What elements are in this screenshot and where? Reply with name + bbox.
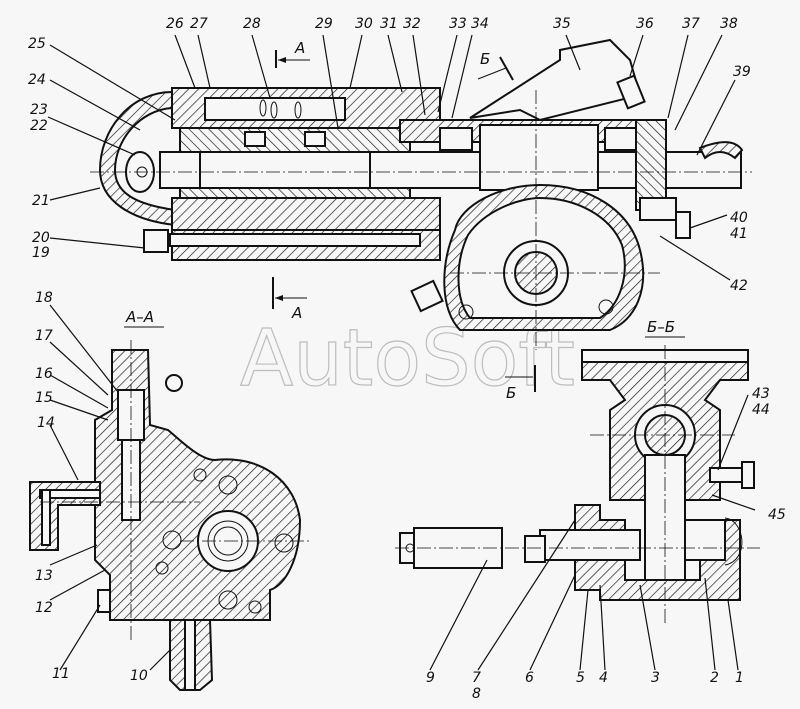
label-45: 45	[768, 507, 786, 523]
label-33: 33	[449, 16, 467, 32]
label-19: 19	[32, 245, 50, 261]
input-shaft-end	[665, 151, 742, 189]
label-40: 40	[730, 210, 748, 226]
shaft-spool-section	[199, 151, 371, 189]
label-35: 35	[553, 16, 571, 32]
svg-text:Б: Б	[480, 50, 490, 68]
label-26: 26	[166, 16, 184, 32]
shaft-end-cutaway	[698, 141, 744, 160]
label-12: 12	[35, 600, 53, 616]
section-view-aa: А–А	[29, 308, 310, 691]
label-28: 28	[243, 16, 261, 32]
label-25: 25	[28, 36, 46, 52]
bearing-left	[439, 127, 473, 151]
part-labels: 25 24 23 22 21 20 19 26 27 28 29 30 31 3…	[28, 16, 786, 702]
label-31: 31	[380, 16, 398, 32]
svg-text:А: А	[291, 304, 302, 322]
bolt-hole-3	[274, 533, 294, 553]
label-6: 6	[525, 670, 534, 686]
end-housing-right	[635, 119, 667, 211]
label-27: 27	[190, 16, 208, 32]
label-16: 16	[35, 366, 53, 382]
label-34: 34	[471, 16, 489, 32]
bolt-hole-4	[218, 590, 238, 610]
label-3: 3	[651, 670, 660, 686]
label-11: 11	[52, 666, 70, 682]
label-42: 42	[730, 278, 748, 294]
label-2: 2	[710, 670, 719, 686]
label-37: 37	[682, 16, 700, 32]
lever-bolt	[616, 74, 646, 110]
spool-bb	[539, 529, 641, 561]
label-9: 9	[426, 670, 435, 686]
bearing-right	[604, 127, 638, 151]
label-29: 29	[315, 16, 333, 32]
springs	[259, 99, 302, 119]
label-1: 1	[735, 670, 744, 686]
label-8: 8	[472, 686, 481, 702]
section-marker-a-top: А	[275, 39, 310, 68]
bolt-head-40	[675, 211, 691, 239]
label-41: 41	[730, 226, 748, 242]
label-38: 38	[720, 16, 738, 32]
plug-11	[97, 589, 111, 613]
svg-text:Б–Б: Б–Б	[647, 318, 675, 336]
tie-rod-nut	[143, 229, 169, 253]
bolt-40	[639, 197, 677, 221]
label-21: 21	[32, 193, 50, 209]
label-15: 15	[35, 390, 53, 406]
label-44: 44	[752, 402, 770, 418]
label-10: 10	[130, 668, 148, 684]
label-7: 7	[472, 670, 481, 686]
cylinder-top-wall	[171, 87, 441, 129]
svg-text:А: А	[294, 39, 305, 57]
label-23: 23	[30, 102, 48, 118]
label-22: 22	[30, 118, 48, 134]
section-marker-a-bottom: А	[272, 277, 307, 322]
label-39: 39	[733, 64, 751, 80]
bolt-hole-1	[218, 475, 238, 495]
bolt-hole-2	[162, 530, 182, 550]
label-30: 30	[355, 16, 373, 32]
housing-bolt-hole-right	[598, 299, 614, 315]
tie-rod	[169, 233, 421, 247]
leader-lines	[47, 34, 756, 671]
label-13: 13	[35, 568, 53, 584]
label-18: 18	[35, 290, 53, 306]
svg-text:Б: Б	[506, 384, 516, 402]
elbow-bore-v	[41, 489, 51, 546]
label-20: 20	[32, 230, 50, 246]
svg-text:А–А: А–А	[125, 308, 154, 326]
label-32: 32	[403, 16, 421, 32]
bolt-45	[709, 467, 747, 483]
cylinder-bottom-wall	[171, 197, 441, 231]
elbow-bore-h	[39, 489, 101, 499]
rod-connector	[524, 535, 546, 563]
label-36: 36	[636, 16, 654, 32]
worm	[479, 124, 599, 191]
label-4: 4	[599, 670, 608, 686]
label-5: 5	[576, 670, 585, 686]
section-view-bb: Б–Б	[395, 318, 760, 625]
label-17: 17	[35, 328, 53, 344]
ball-handle	[165, 374, 183, 392]
pitman-lever	[469, 38, 642, 122]
plug	[410, 279, 444, 313]
main-section-view	[90, 38, 752, 350]
section-marker-b-bottom: Б	[505, 365, 536, 402]
label-14: 14	[37, 415, 55, 431]
valve-chamber	[204, 97, 346, 121]
section-marker-b-top: Б	[477, 50, 514, 81]
housing-bolt-hole-left	[458, 304, 474, 320]
label-24: 24	[28, 72, 46, 88]
spring-cap	[724, 517, 743, 566]
piston-bb	[684, 519, 726, 561]
label-43: 43	[752, 386, 770, 402]
